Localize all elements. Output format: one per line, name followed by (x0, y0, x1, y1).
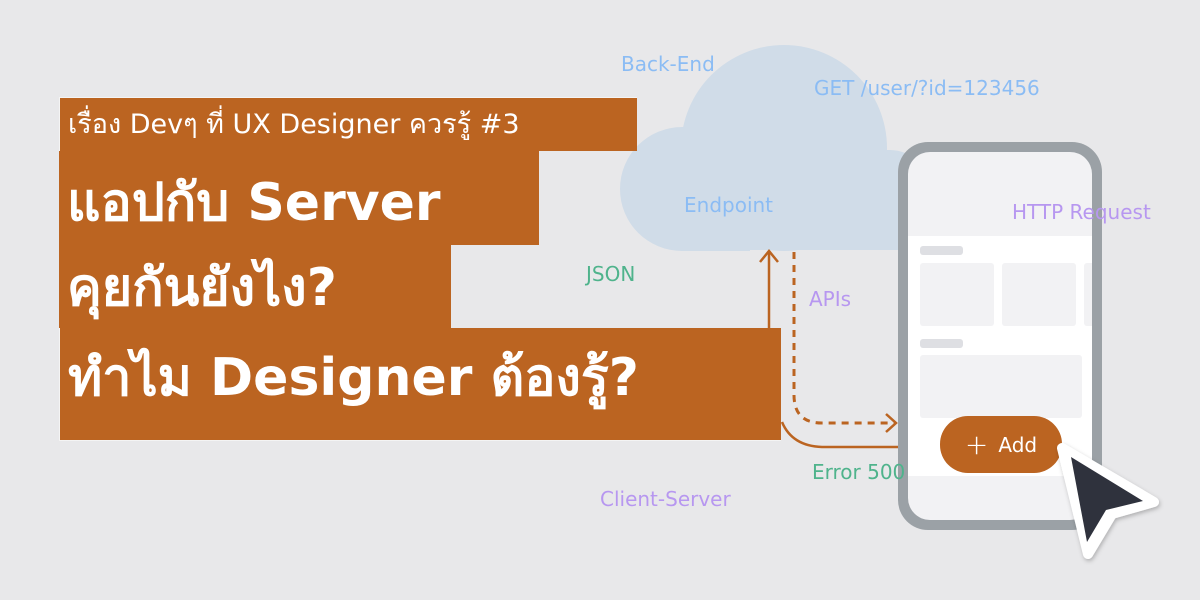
series-subtitle: เรื่อง Devๆ ที่ UX Designer ควรรู้ #3 (59, 97, 637, 151)
label-json: JSON (586, 262, 636, 286)
label-get-request: GET /user/?id=123456 (814, 76, 1040, 100)
add-button[interactable]: + Add (940, 416, 1062, 473)
title-line-2: คุยกันยังไง? (59, 245, 451, 328)
mouse-pointer-icon (1057, 443, 1159, 559)
label-http-request: HTTP Request (1012, 200, 1151, 224)
label-back-end: Back-End (621, 52, 715, 76)
label-endpoint: Endpoint (684, 193, 774, 217)
plus-icon: + (964, 427, 989, 461)
add-button-label: Add (998, 432, 1038, 457)
placeholder-card (1002, 263, 1076, 326)
placeholder-banner (920, 355, 1082, 418)
label-error-500: Error 500 (812, 460, 906, 484)
label-apis: APIs (809, 287, 852, 311)
placeholder-card (1084, 263, 1092, 326)
title-line-1: แอปกับ Server (59, 151, 539, 245)
placeholder-card (920, 263, 994, 326)
title-line-3: ทำไม Designer ต้องรู้? (59, 328, 781, 441)
label-client-server: Client-Server (600, 487, 731, 511)
placeholder-heading-bar (920, 339, 963, 348)
placeholder-heading-bar (920, 246, 963, 255)
